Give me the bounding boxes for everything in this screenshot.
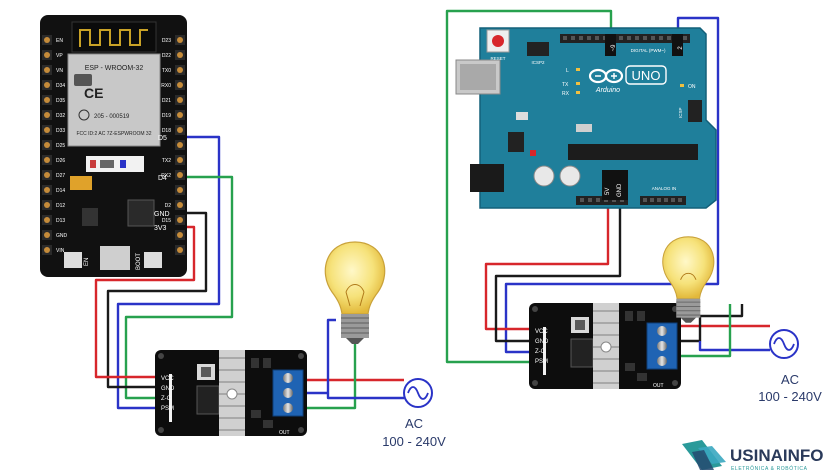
arduino-analog-label: ANALOG IN [652,186,677,191]
dimmer-right-gnd: GND [535,339,549,345]
esp-left-pin-label: VIN [56,248,65,254]
logo-tagline: ELETRÔNICA & ROBÓTICA [731,465,808,472]
esp-left-pin-label: D32 [56,113,65,119]
dimmer-right-out: OUT [653,383,664,389]
usinainfo-logo: USINAINFO ELETRÔNICA & ROBÓTICA [682,440,824,472]
esp-left-pin-label: D25 [56,143,65,149]
esp-left-pin-label: D34 [56,83,65,89]
esp-right-pin-label: TX2 [162,158,171,164]
right-wires [445,9,770,364]
esp-right-pin-label: D2 [165,203,172,209]
esp-left-pin-label: D27 [56,173,65,179]
dimmer-module-right: VCC GND Z-C PSM OUT [528,302,682,390]
arduino-led-rx: RX [562,91,570,97]
wire-ac-right-green [680,304,732,358]
dimmer-right-zc: Z-C [535,349,546,355]
ac-right-label: AC [781,372,799,387]
ac-right-range: 100 - 240V [758,389,822,404]
arduino-icsp-label: ICSP [678,107,683,118]
dimmer-left-gnd: GND [161,386,175,392]
ac-source-right: AC 100 - 240V [758,329,822,404]
esp-left-pin-label: GND [56,233,68,239]
arduino-led-l: L [566,68,569,74]
left-wires [94,135,404,410]
arduino-digital-label: DIGITAL (PWM~) [631,48,666,53]
arduino-logo-icon [588,68,624,84]
arduino-pin-2: 2 [678,46,684,50]
esp-left-pin-label: D26 [56,158,65,164]
esp-left-pin-label: D13 [56,218,65,224]
wire-ac-left-green [305,342,357,410]
dimmer-left-vcc: VCC [161,376,174,382]
esp-fcc-text: FCC ID:2 AC 7Z-ESPWROOM 32 [76,131,151,137]
arduino-icsp2-label: ICSP2 [531,60,545,65]
arduino-pin-9: ~9 [611,44,617,52]
ac-left-label: AC [405,416,423,431]
wire-d5-psm [116,135,221,410]
esp-en-label: EN [84,258,90,266]
ac-source-left: AC 100 - 240V [382,378,446,449]
wire-gnd-gnd-2 [494,196,622,343]
arduino-model: UNO [632,68,661,83]
wire-ac-left-blue [305,318,336,395]
dimmer-left-zc: Z-C [161,396,172,402]
esp-cert-code: 205 - 000519 [94,114,130,120]
esp-right-pin-label: RX0 [161,83,171,89]
wire-ac-right-blue [698,341,770,352]
esp-pin-d5: D5 [158,135,167,142]
esp-right-pin-label: D23 [162,38,171,44]
esp-right-pin-label: D22 [162,53,171,59]
esp-right-pin-label: D21 [162,98,171,104]
dimmer-left-psm: PSM [161,406,174,412]
dimmer-module-left: VCC GND Z-C PSM OUT [154,349,308,437]
esp-right-pin-label: TX0 [162,68,171,74]
esp-left-pin-label: D12 [56,203,65,209]
logo-name: USINAINFO [730,446,824,465]
lightbulb-right-icon [662,236,715,323]
ce-mark: CE [84,85,103,101]
wire-gnd-gnd [106,211,208,389]
dimmer-right-vcc: VCC [535,329,548,335]
arduino-led-tx: TX [562,82,569,88]
esp-pin-d4: D4 [158,175,167,182]
wire-d4-zc [124,175,234,400]
ac-left-range: 100 - 240V [382,434,446,449]
esp-left-pin-label: D35 [56,98,65,104]
arduino-pin-gnd: GND [617,183,623,197]
arduino-on-label: ON [688,84,696,90]
esp-pin-gnd: GND [154,211,170,218]
esp-boot-label: BOOT [136,253,142,270]
esp-right-pin-label: D18 [162,128,171,134]
esp-left-pin-label: VN [56,68,63,74]
arduino-pin-5v: 5V [605,188,611,195]
dimmer-right-psm: PSM [535,359,548,365]
esp-left-pin-label: D14 [56,188,65,194]
esp-module-name: ESP - WROOM-32 [85,65,144,72]
esp32-board: ESP - WROOM-32 CE 205 - 000519 FCC ID:2 … [40,15,187,277]
wire-pin2-zc [504,16,720,354]
wire-pin9-psm [445,9,613,364]
esp-left-pin-label: VP [56,53,63,59]
arduino-reset-label: RESET [490,56,505,61]
wire-ac-left-blue2 [326,393,404,400]
esp-pin-3v3: 3V3 [154,225,167,232]
arduino-uno-board: RESET ICSP2 DIGITAL (PWM~) ~9 2 Arduino … [455,27,717,209]
esp-left-pin-label: D33 [56,128,65,134]
dimmer-left-out: OUT [279,430,290,436]
esp-right-pin-label: RX2 [161,173,171,179]
wire-3v3-vcc [94,225,196,379]
arduino-brand: Arduino [595,87,620,94]
esp-right-pin-label: D19 [162,113,171,119]
esp-left-pin-label: EN [56,38,63,44]
wire-5v-vcc [484,196,610,331]
esp-right-pin-label: D15 [162,218,171,224]
lightbulb-left-icon [324,241,386,344]
